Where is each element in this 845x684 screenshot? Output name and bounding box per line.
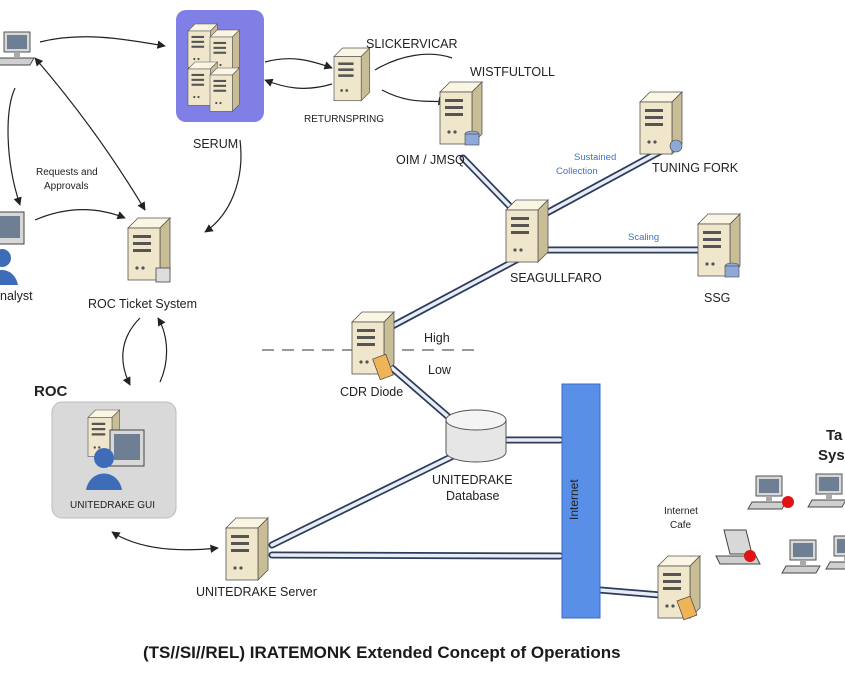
target-computer-1-icon[interactable] [747,475,794,510]
oim-jmsq-label: OIM / JMSQ [396,153,465,167]
serum-label: SERUM [193,137,238,151]
target-systems-label-line1: Ta [826,427,843,444]
slickervicar-label: SLICKERVICAR [366,37,457,51]
returnspring-label: RETURNSPRING [304,114,384,125]
unitedrake-db-label-line1: UNITEDRAKE [432,473,513,487]
target-computer-3-icon[interactable] [781,539,821,574]
high-label: High [424,331,450,345]
network-links [268,146,719,599]
tuning-fork-server-icon[interactable] [639,91,683,155]
requests-label-line1: Requests and [36,167,98,178]
internet-bar [561,383,601,619]
unitedrake-db-label-line2: Database [446,489,500,503]
analyst-workstation-icon[interactable] [0,211,25,285]
seagullfaro-server-icon[interactable] [505,199,549,263]
unitedrake-database-icon[interactable] [445,409,507,463]
sustained-label-line1: Sustained [574,152,616,163]
tuning-fork-label: TUNING FORK [652,161,739,175]
ssg-label: SSG [704,291,730,305]
flow-arrows [7,36,453,553]
serum-server-cluster-icon[interactable] [187,23,240,112]
cdr-diode-server-icon[interactable] [351,311,395,381]
returnspring-server-icon[interactable] [333,47,371,102]
analyst-label: nalyst [0,289,33,303]
wistfultoll-label: WISTFULTOLL [470,65,555,79]
diagram-caption: (TS//SI//REL) IRATEMONK Extended Concept… [143,643,621,662]
internet-cafe-label-line2: Cafe [670,520,692,531]
unitedrake-gui-label: UNITEDRAKE GUI [70,500,155,511]
unitedrake-server-icon[interactable] [225,517,269,581]
target-laptop-icon[interactable] [715,529,761,565]
target-systems-label-line2: Sys [818,447,845,464]
analyst-pc-top-icon[interactable] [0,31,35,66]
roc-label: ROC [34,383,68,400]
roc-ticket-label: ROC Ticket System [88,297,197,311]
internet-cafe-server-icon[interactable] [657,555,701,621]
low-label: Low [428,363,452,377]
requests-label-line2: Approvals [44,181,88,192]
target-computer-2-icon[interactable] [807,473,845,508]
target-computer-4-icon[interactable] [825,535,845,570]
unitedrake-server-label: UNITEDRAKE Server [196,585,317,599]
scaling-label: Scaling [628,232,659,243]
internet-label: Internet [567,479,581,520]
sustained-label-line2: Collection [556,166,598,177]
roc-ticket-server-icon[interactable] [127,217,171,283]
seagullfaro-label: SEAGULLFARO [510,271,602,285]
ssg-server-icon[interactable] [697,213,741,278]
internet-cafe-label-line1: Internet [664,506,698,517]
unitedrake-gui-icon[interactable] [86,409,145,490]
cdr-diode-label: CDR Diode [340,385,403,399]
oim-jmsq-server-icon[interactable] [439,81,483,146]
